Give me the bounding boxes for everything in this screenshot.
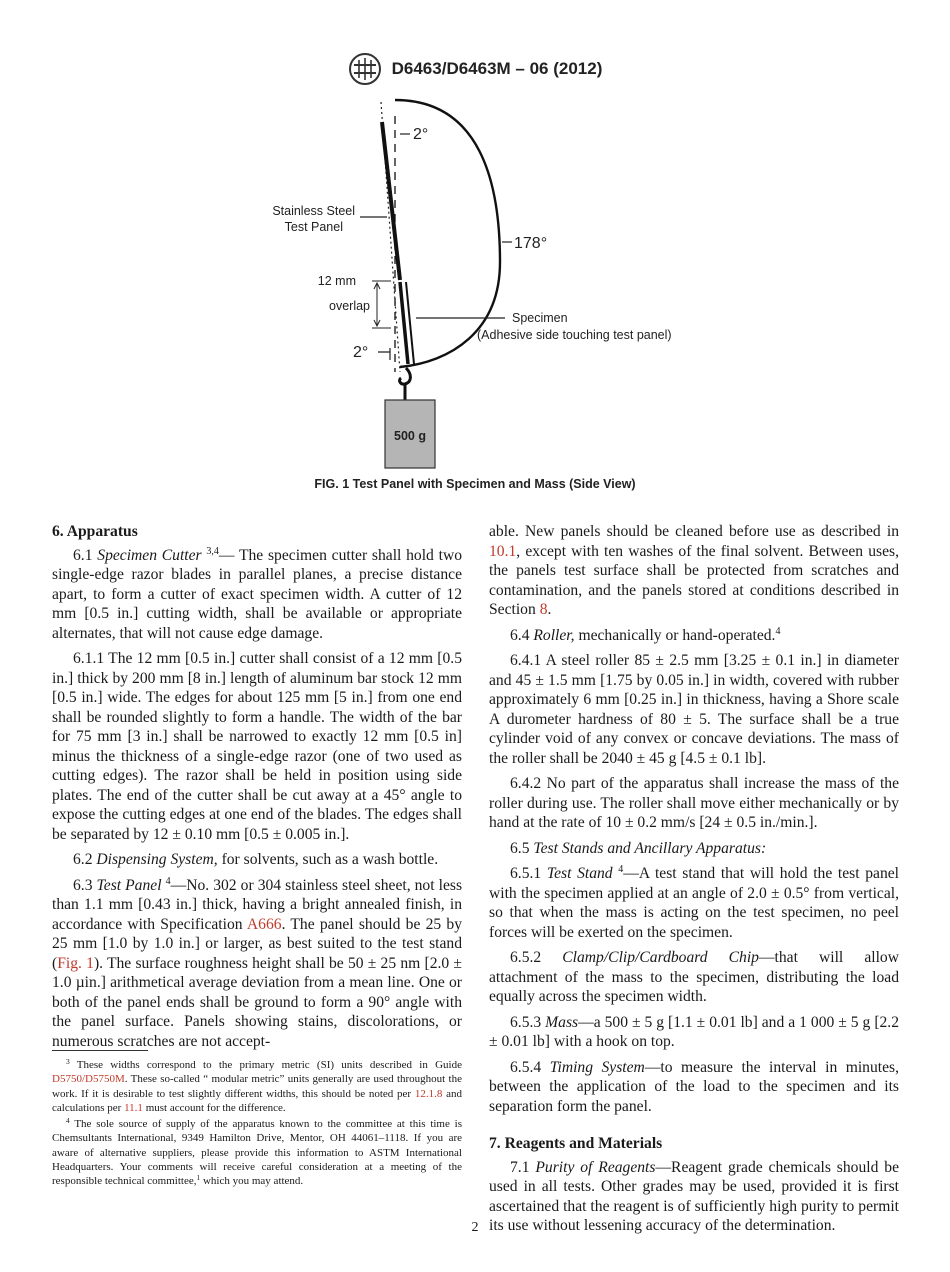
page-header: D6463/D6463M – 06 (2012) <box>0 52 950 86</box>
page-number: 2 <box>471 1220 479 1235</box>
specimen-strip <box>398 281 410 365</box>
right-column: able. New panels should be cleaned befor… <box>489 522 899 1242</box>
test-panel-diagram: 500 g 2° 178° Stainless Steel Test Panel… <box>272 98 672 469</box>
footnotes: 3 These widths correspond to the primary… <box>52 1058 462 1191</box>
angle-bottom-label: 2° <box>353 344 368 361</box>
left-column: 6. Apparatus 6.1 Specimen Cutter 3,4— Th… <box>52 522 462 1057</box>
panel-label-line2: Test Panel <box>285 220 343 234</box>
paragraph-6-5-2: 6.5.2 Clamp/Clip/Cardboard Chip—that wil… <box>489 949 899 1005</box>
paragraph-6-5-4: 6.5.4 Timing System—to measure the inter… <box>489 1058 899 1115</box>
paragraph-6-3-cont: able. New panels should be cleaned befor… <box>489 523 899 618</box>
footnote-3: 3 These widths correspond to the primary… <box>52 1057 462 1114</box>
link-12-1-8[interactable]: 12.1.8 <box>414 1087 443 1100</box>
paragraph-6-4: 6.4 Roller, mechanically or hand-operate… <box>510 625 781 644</box>
link-11-1[interactable]: 11.1 <box>124 1101 143 1114</box>
panel-label-line1: Stainless Steel <box>272 204 355 218</box>
overlap-label-line2: overlap <box>329 299 370 313</box>
figure-1: 500 g 2° 178° Stainless Steel Test Panel… <box>250 92 710 482</box>
section-heading-apparatus: 6. Apparatus <box>52 523 138 540</box>
paragraph-6-5-3: 6.5.3 Mass—a 500 ± 5 g [1.1 ± 0.01 lb] a… <box>489 1013 900 1051</box>
specimen-label-line1: Specimen <box>512 311 568 325</box>
footnote-rule <box>52 1050 148 1051</box>
overlap-arrow-down-icon <box>373 319 381 328</box>
overlap-arrow-up-icon <box>373 281 381 290</box>
paragraph-7-1: 7.1 Purity of Reagents—Reagent grade che… <box>489 1158 900 1235</box>
paragraph-6-5-1: 6.5.1 Test Stand 4—A test stand that wil… <box>489 864 899 941</box>
paragraph-6-1-1: 6.1.1 The 12 mm [0.5 in.] cutter shall c… <box>52 650 462 843</box>
specimen-strip-edge <box>405 281 415 365</box>
angle-arc-label: 178° <box>514 235 547 252</box>
mass-block <box>384 399 436 469</box>
specimen-label-line2: (Adhesive side touching test panel) <box>477 328 672 342</box>
link-section-8[interactable]: 8 <box>539 601 548 618</box>
paragraph-6-1: 6.1 Specimen Cutter 3,4— The specimen cu… <box>52 545 463 642</box>
paragraph-6-3: 6.3 Test Panel 4—No. 302 or 304 stainles… <box>52 875 463 1050</box>
hook-icon <box>398 366 412 386</box>
link-10-1[interactable]: 10.1 <box>489 542 517 560</box>
section-heading-reagents: 7. Reagents and Materials <box>489 1135 663 1152</box>
paragraph-6-4-1: 6.4.1 A steel roller 85 ± 2.5 mm [3.25 ±… <box>489 652 899 767</box>
document-title: D6463/D6463M – 06 (2012) <box>391 59 603 78</box>
figure-caption: FIG. 1 Test Panel with Specimen and Mass… <box>314 477 636 491</box>
paragraph-6-2: 6.2 Dispensing System, for solvents, suc… <box>73 851 439 868</box>
test-panel-line <box>380 121 402 281</box>
astm-logo-icon <box>348 53 381 85</box>
footnote-4: 4 The sole source of supply of the appar… <box>52 1116 462 1188</box>
link-a666[interactable]: A666 <box>246 915 282 933</box>
link-d5750[interactable]: D5750/D5750M <box>52 1073 125 1086</box>
angle-top-label: 2° <box>413 126 428 143</box>
paragraph-6-4-2: 6.4.2 No part of the apparatus shall inc… <box>489 775 899 831</box>
angle-bottom-leader <box>378 348 391 360</box>
link-fig-1[interactable]: Fig. 1 <box>57 954 94 972</box>
mass-label: 500 g <box>394 429 426 443</box>
overlap-label-line1: 12 mm <box>318 274 356 288</box>
angle-arc <box>394 98 502 369</box>
paragraph-6-5: 6.5 Test Stands and Ancillary Apparatus: <box>510 839 767 857</box>
